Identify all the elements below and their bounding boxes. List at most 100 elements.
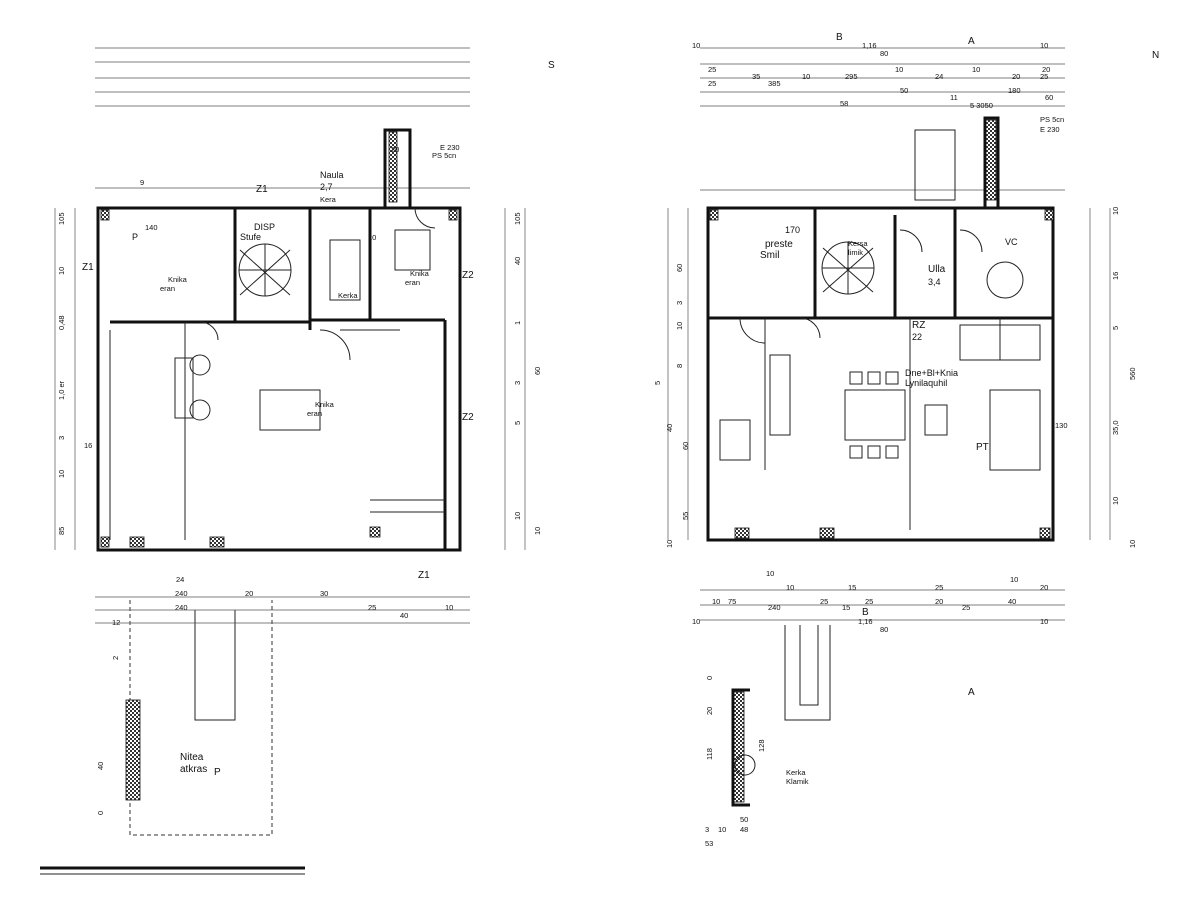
room-sub: PS 5cn [432, 151, 456, 160]
dim-label: 15 [842, 603, 850, 612]
dim-label: 10 [692, 41, 700, 50]
room-name: Dne+Bl+Knia [905, 368, 958, 378]
dim-label: 20 [705, 707, 714, 715]
dim-label: 10 [895, 65, 903, 74]
dim-label: 240 [768, 603, 781, 612]
room-value: 170 [785, 225, 800, 235]
room-name: Ulla [928, 264, 946, 275]
dim-label: 10 [972, 65, 980, 74]
dim-label: 10 [445, 603, 453, 612]
dim-label: 55 [681, 512, 690, 520]
room-value: 2,7 [320, 182, 333, 192]
left-plan [40, 47, 526, 875]
room-name: Kersa [848, 239, 868, 248]
dim-label: 35,0 [1111, 420, 1120, 435]
dim-label: 295 [845, 72, 858, 81]
dim-label: 1,0 er [57, 380, 66, 400]
dim-label: 10 [712, 597, 720, 606]
dim-label: 53 [705, 839, 713, 848]
left-plan-labels: S Z1 Z1 Z2 Z2 Z1 Naula 2,7 Kera DISP Stu… [57, 60, 555, 815]
room-sub: Klamik [786, 777, 809, 786]
dim-label: 25 [368, 603, 376, 612]
dim-label: 5 [513, 421, 522, 425]
dim-label: 25 [708, 65, 716, 74]
dim-label: 130 [1055, 421, 1068, 430]
room-name: RZ [912, 320, 925, 331]
dim-label: 10 [57, 267, 66, 275]
dim-label: 20 [391, 145, 399, 154]
dim-label: 80 [880, 625, 888, 634]
dim-label: 40 [665, 424, 674, 432]
room-sub: eran [307, 409, 322, 418]
dim-label: 105 [513, 212, 522, 225]
room-name: Knika [168, 275, 188, 284]
dim-label: 105 [57, 212, 66, 225]
dim-label: 25 [820, 597, 828, 606]
dim-label: 40 [400, 611, 408, 620]
dim-label: 3 [675, 301, 684, 305]
dim-label: 30 [320, 589, 328, 598]
room-name: preste [765, 239, 793, 250]
room-sub: limik [848, 248, 863, 257]
room-name: Kerka [786, 768, 806, 777]
right-north-mark: N [1152, 50, 1159, 61]
room-sub: Smil [760, 250, 779, 261]
dim-label: 3 [513, 381, 522, 385]
left-annex-outline [129, 600, 273, 836]
dim-label: 20 [1040, 583, 1048, 592]
right-outer-wall [706, 206, 1055, 542]
right-furniture [719, 261, 1041, 471]
dim-label: 10 [1040, 617, 1048, 626]
dim-label: 85 [57, 527, 66, 535]
left-section-mark-3: Z2 [462, 270, 474, 281]
room-name: Kerka [338, 291, 358, 300]
left-section-mark-1: Z1 [256, 184, 268, 195]
left-section-mark-2: Z1 [82, 262, 94, 273]
dim-label: 0 [96, 811, 105, 815]
room-value: P [214, 767, 221, 778]
dim-label: 240 [175, 603, 188, 612]
dim-label: 10 [766, 569, 774, 578]
room-name: DISP [254, 222, 275, 232]
room-name: PT [976, 442, 989, 453]
room-name: Naula [320, 170, 344, 180]
room-value: 22 [912, 332, 922, 342]
dim-label: 60 [1045, 93, 1053, 102]
dim-label: 48 [740, 825, 748, 834]
left-stair [238, 243, 292, 297]
dim-label: 75 [728, 597, 736, 606]
dim-label: 2 [111, 656, 120, 660]
dim-label: 10 [718, 825, 726, 834]
left-north-mark: S [548, 60, 555, 71]
dim-label: 20 [1012, 72, 1020, 81]
left-top-dimension-lines [95, 47, 470, 189]
room-sub: E 230 [1040, 125, 1060, 134]
room-sub: eran [405, 278, 420, 287]
room-name: Nitea [180, 752, 204, 763]
dim-label: 25 [962, 603, 970, 612]
dim-label: 50 [900, 86, 908, 95]
right-stair [821, 241, 875, 295]
dim-label: 40 [96, 762, 105, 770]
dim-label: 560 [1128, 367, 1137, 380]
room-sub: atkras [180, 764, 207, 775]
dim-label: 10 [802, 72, 810, 81]
right-top-dimension-lines [700, 47, 1065, 191]
dim-label: 20 [245, 589, 253, 598]
room-sub: Kera [320, 195, 337, 204]
dim-label: 180 [1008, 86, 1021, 95]
right-section-mark-2: A [968, 36, 975, 47]
right-section-mark-3: B [862, 607, 869, 618]
dim-label: 10 [1128, 540, 1137, 548]
right-section-mark-4: A [968, 687, 975, 698]
dim-label: 10 [1111, 497, 1120, 505]
dim-label: 40 [1008, 597, 1016, 606]
dim-label: 3 [705, 825, 709, 834]
dim-label: 5 [1111, 326, 1120, 330]
dim-label: 1 [513, 321, 522, 325]
dim-label: 10 [533, 527, 542, 535]
dim-label: 15 [848, 583, 856, 592]
room-name: Knika [410, 269, 430, 278]
right-entry-wall [983, 116, 1000, 208]
room-sub: Lynilaquhil [905, 378, 947, 388]
